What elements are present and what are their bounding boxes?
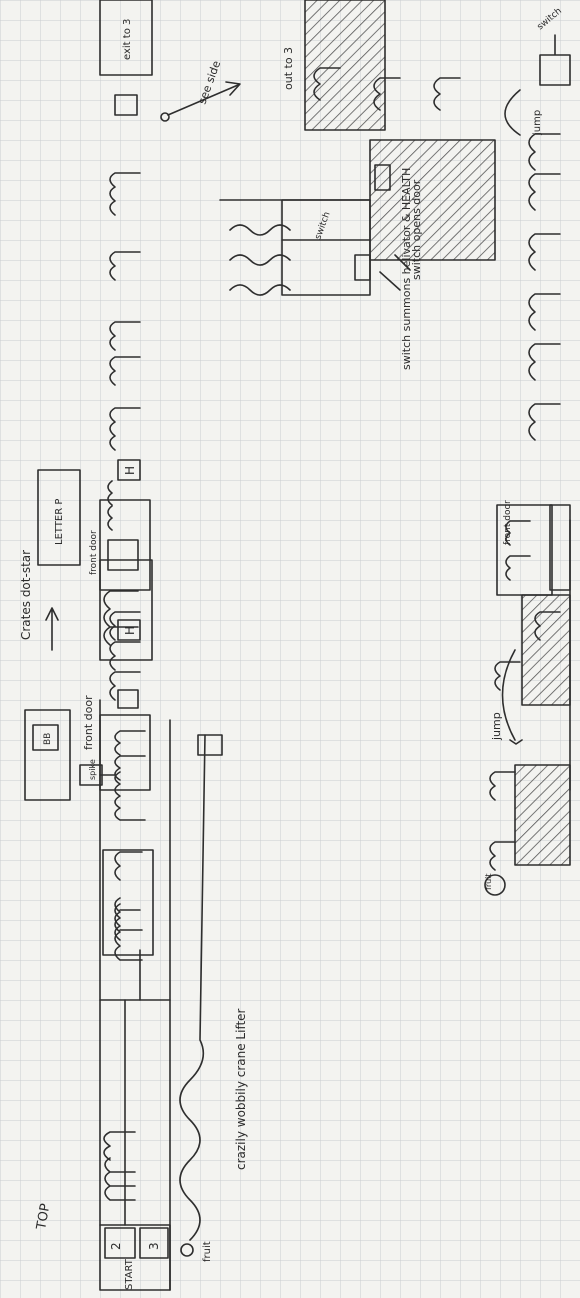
label-fruit: fruit [202,1241,213,1262]
label-box-2: 2 [109,1242,123,1250]
label-bb: BB [43,733,53,745]
label-jump-1: jump [490,712,503,741]
label-h1: H [123,626,137,635]
label-fruit-2: fruit [484,873,493,890]
label-front-door-2: front door [89,530,99,575]
label-switch-summons-helivator: switch summons helivator & HEALTH [400,168,413,370]
label-exit-to-3: exit to 3 [122,19,133,60]
label-crane: crazily wobbily crane Lifter [234,1008,248,1170]
label-front-door-1: front door [82,695,95,750]
label-box-3: 3 [147,1242,161,1250]
label-jump-2: jump [532,110,543,136]
hatched-block-1 [515,765,570,865]
label-letter-p: LETTER P [54,499,65,545]
label-out-to-3: out to 3 [282,47,295,90]
label-start: START [124,1258,135,1290]
exit-block [305,0,385,130]
switch-door-block [370,140,495,260]
label-spike: spike [88,759,97,780]
label-h2: H [123,466,137,475]
label-crates-dot-star: Crates dot-star [19,550,33,640]
label-front-door-3: front door [503,500,513,545]
